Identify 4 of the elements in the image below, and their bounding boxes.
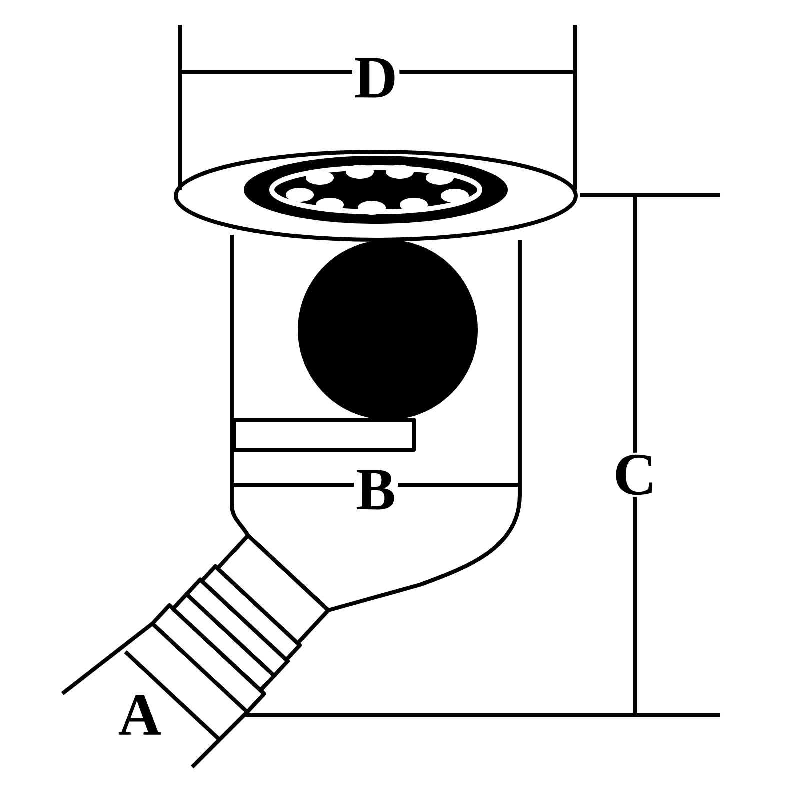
dimension-label: C <box>611 452 659 498</box>
dimension-label: A <box>116 693 164 737</box>
dimension-label: B <box>354 468 398 512</box>
dimension-label: D <box>352 56 400 100</box>
